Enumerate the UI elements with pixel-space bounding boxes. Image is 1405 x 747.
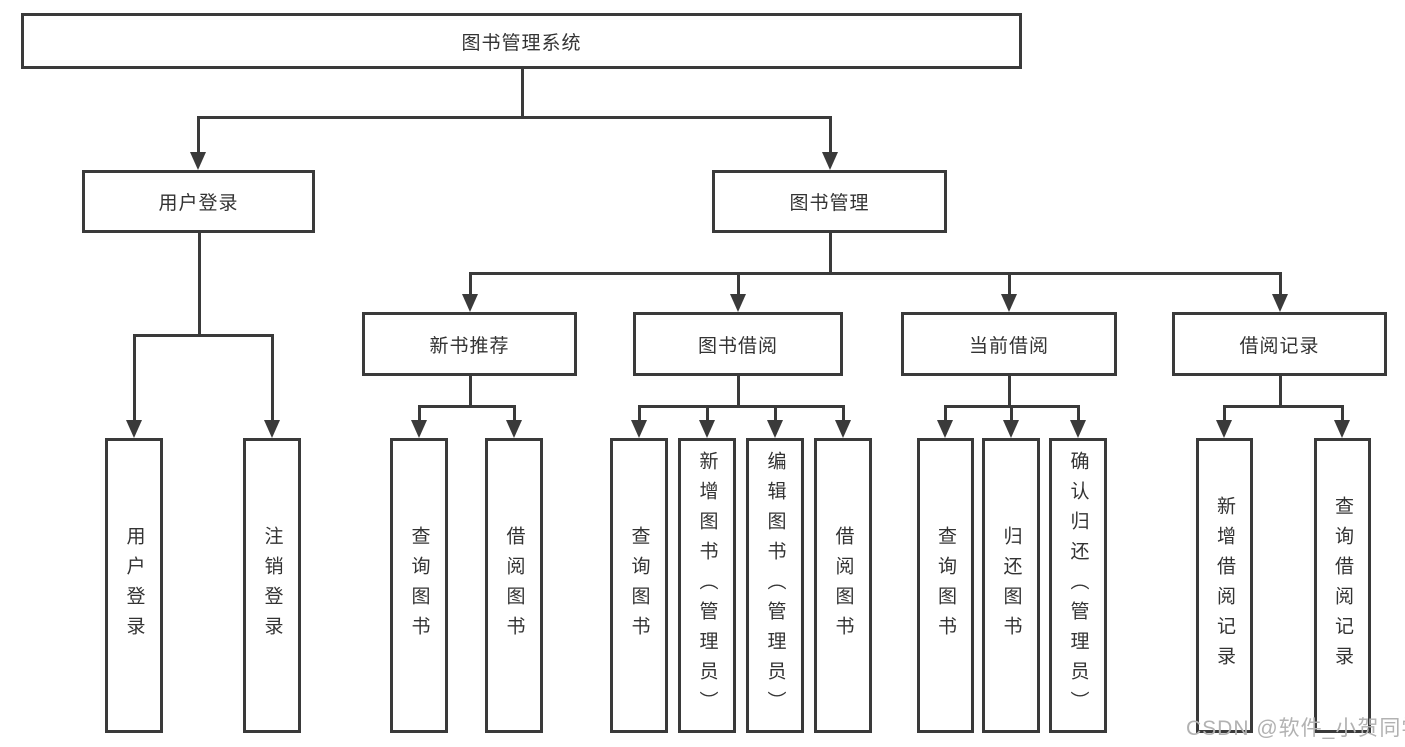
node-return-books: 归还图书 [982,438,1040,733]
node-label-book-management: 图书管理 [789,193,870,214]
connector-stem-borrow-records [1278,376,1282,406]
arrowhead-icon [1070,420,1086,438]
connector-arrow-shaft [1340,406,1344,433]
connector-stem-library-system [520,69,524,117]
arrowhead-icon [1334,420,1350,438]
arrowhead-icon [190,152,206,170]
node-label-query-borrow-record: 查询借阅记录 [1332,495,1353,676]
connector-arrow-shaft [417,406,421,433]
connector-bar-book-borrowing [637,404,845,408]
connector-stem-book-borrowing [736,376,740,406]
connector-bar-library-system [196,115,832,119]
node-label-query-books-current: 查询图书 [935,525,956,646]
connector-arrow-shaft [468,273,472,307]
node-logout-leaf: 注销登录 [243,438,301,733]
node-borrow-records: 借阅记录 [1172,312,1387,376]
node-book-management: 图书管理 [712,170,947,233]
node-label-user-login: 用户登录 [158,193,239,214]
connector-bar-new-book-recommend [417,404,516,408]
node-label-book-borrowing: 图书借阅 [697,335,778,357]
arrowhead-icon [631,420,647,438]
node-label-new-book-recommend: 新书推荐 [429,335,510,357]
arrowhead-icon [937,420,953,438]
node-user-login-leaf: 用户登录 [105,438,163,733]
connector-arrow-shaft [1076,406,1080,433]
node-label-add-books-admin: 新增图书（管理员） [696,450,718,721]
node-confirm-return-admin: 确认归还（管理员） [1049,438,1107,733]
connector-stem-new-book-recommend [468,376,472,406]
node-label-query-books-borrowing: 查询图书 [628,525,650,646]
node-label-library-system: 图书管理系统 [461,32,582,54]
arrowhead-icon [1216,420,1232,438]
connector-arrow-shaft [773,406,777,433]
connector-arrow-shaft [1007,273,1011,307]
arrowhead-icon [835,420,851,438]
connector-arrow-shaft [828,117,832,165]
connector-arrow-shaft [196,117,200,165]
node-label-query-books-recommend: 查询图书 [408,525,430,646]
arrowhead-icon [767,420,783,438]
node-query-books-recommend: 查询图书 [390,438,448,733]
connector-arrow-shaft [270,335,274,433]
node-label-borrow-books-borrowing: 借阅图书 [832,525,854,646]
connector-arrow-shaft [1009,406,1013,433]
connector-arrow-shaft [705,406,709,433]
connector-bar-book-management [468,271,1282,275]
connector-arrow-shaft [512,406,516,433]
node-user-login: 用户登录 [82,170,315,233]
connector-arrow-shaft [943,406,947,433]
node-label-current-borrowing: 当前借阅 [968,335,1049,357]
arrowhead-icon [1272,294,1288,312]
arrowhead-icon [126,420,142,438]
watermark: CSDN @软件_小贺同学 [1186,717,1405,740]
node-borrow-books-borrowing: 借阅图书 [814,438,872,733]
node-book-borrowing: 图书借阅 [633,312,843,376]
arrowhead-icon [730,294,746,312]
arrowhead-icon [462,294,478,312]
node-label-user-login-leaf: 用户登录 [123,525,145,646]
arrowhead-icon [699,420,715,438]
connector-stem-book-management [828,233,832,273]
node-label-borrow-books-recommend: 借阅图书 [503,525,525,646]
node-add-books-admin: 新增图书（管理员） [678,438,736,733]
node-new-book-recommend: 新书推荐 [362,312,577,376]
node-query-books-borrowing: 查询图书 [610,438,668,733]
node-label-add-borrow-record: 新增借阅记录 [1214,495,1235,676]
node-label-borrow-records: 借阅记录 [1239,335,1320,357]
node-label-logout-leaf: 注销登录 [261,525,283,646]
connector-bar-borrow-records [1222,404,1344,408]
node-query-books-current: 查询图书 [917,438,974,733]
node-library-system: 图书管理系统 [21,13,1022,69]
arrowhead-icon [411,420,427,438]
connector-stem-current-borrowing [1007,376,1011,406]
connector-stem-user-login [197,233,201,335]
node-label-confirm-return-admin: 确认归还（管理员） [1067,450,1089,721]
arrowhead-icon [264,420,280,438]
connector-arrow-shaft [132,335,136,433]
connector-arrow-shaft [1222,406,1226,433]
node-label-edit-books-admin: 编辑图书（管理员） [764,450,786,721]
node-label-return-books: 归还图书 [1000,525,1022,646]
node-query-borrow-record: 查询借阅记录 [1314,438,1371,733]
connector-arrow-shaft [637,406,641,433]
arrowhead-icon [1001,294,1017,312]
node-current-borrowing: 当前借阅 [901,312,1117,376]
node-borrow-books-recommend: 借阅图书 [485,438,543,733]
node-edit-books-admin: 编辑图书（管理员） [746,438,804,733]
arrowhead-icon [506,420,522,438]
connector-arrow-shaft [841,406,845,433]
arrowhead-icon [822,152,838,170]
connector-bar-user-login [132,333,274,337]
node-add-borrow-record: 新增借阅记录 [1196,438,1253,733]
connector-arrow-shaft [736,273,740,307]
arrowhead-icon [1003,420,1019,438]
connector-arrow-shaft [1278,273,1282,307]
